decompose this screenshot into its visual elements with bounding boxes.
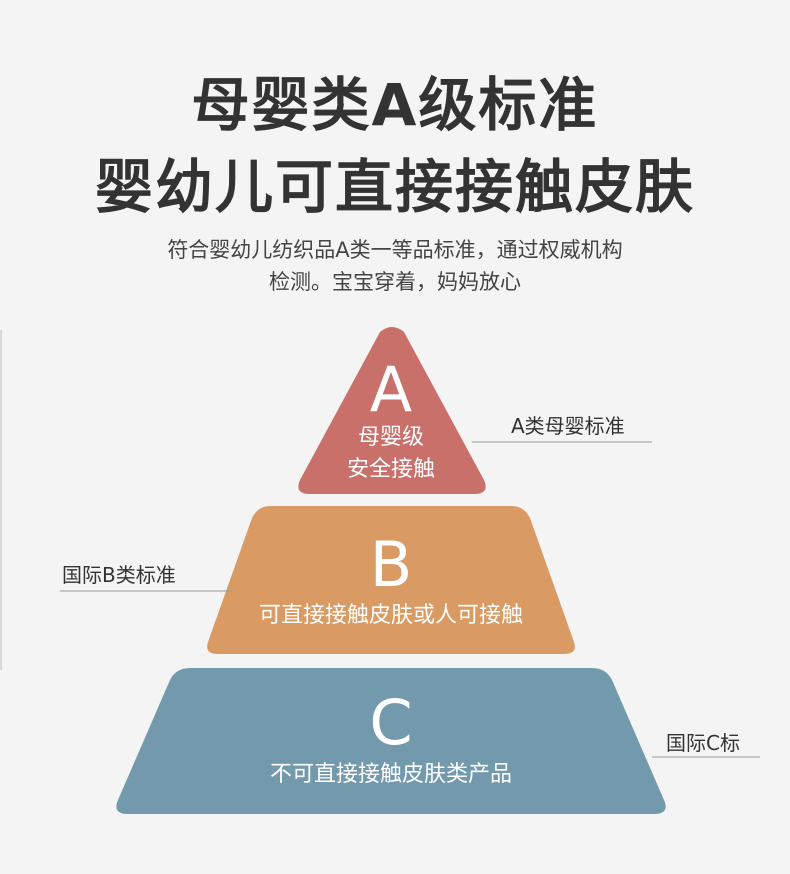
callout-a-label: A类母婴标准	[511, 414, 625, 438]
tier-c-shape	[116, 668, 666, 814]
tier-b-line-1: 可直接接触皮肤或人可接触	[259, 603, 523, 628]
tier-c-letter: C	[369, 686, 412, 759]
tier-a-line-1: 母婴级	[358, 425, 424, 450]
title-line-2: 婴幼儿可直接接触皮肤	[94, 153, 695, 221]
callout-c-label: 国际C标	[666, 731, 740, 755]
subtitle: 符合婴幼儿纺织品A类一等品标准，通过权威机构 检测。宝宝穿着，妈妈放心	[90, 234, 700, 298]
tier-b-shape	[207, 506, 575, 654]
tier-a-line-2: 安全接触	[347, 457, 435, 482]
left-edge-rule	[0, 330, 2, 670]
tier-c-line-1: 不可直接接触皮肤类产品	[270, 762, 512, 787]
subtitle-line-1: 符合婴幼儿纺织品A类一等品标准，通过权威机构	[167, 238, 623, 262]
title-line-1: 母婴类A级标准	[191, 71, 599, 139]
tier-a-letter: A	[370, 353, 412, 426]
callout-b-label: 国际B类标准	[62, 563, 176, 587]
tier-a-shape	[298, 327, 486, 494]
subtitle-line-2: 检测。宝宝穿着，妈妈放心	[269, 270, 521, 294]
tier-b-letter: B	[370, 528, 413, 601]
